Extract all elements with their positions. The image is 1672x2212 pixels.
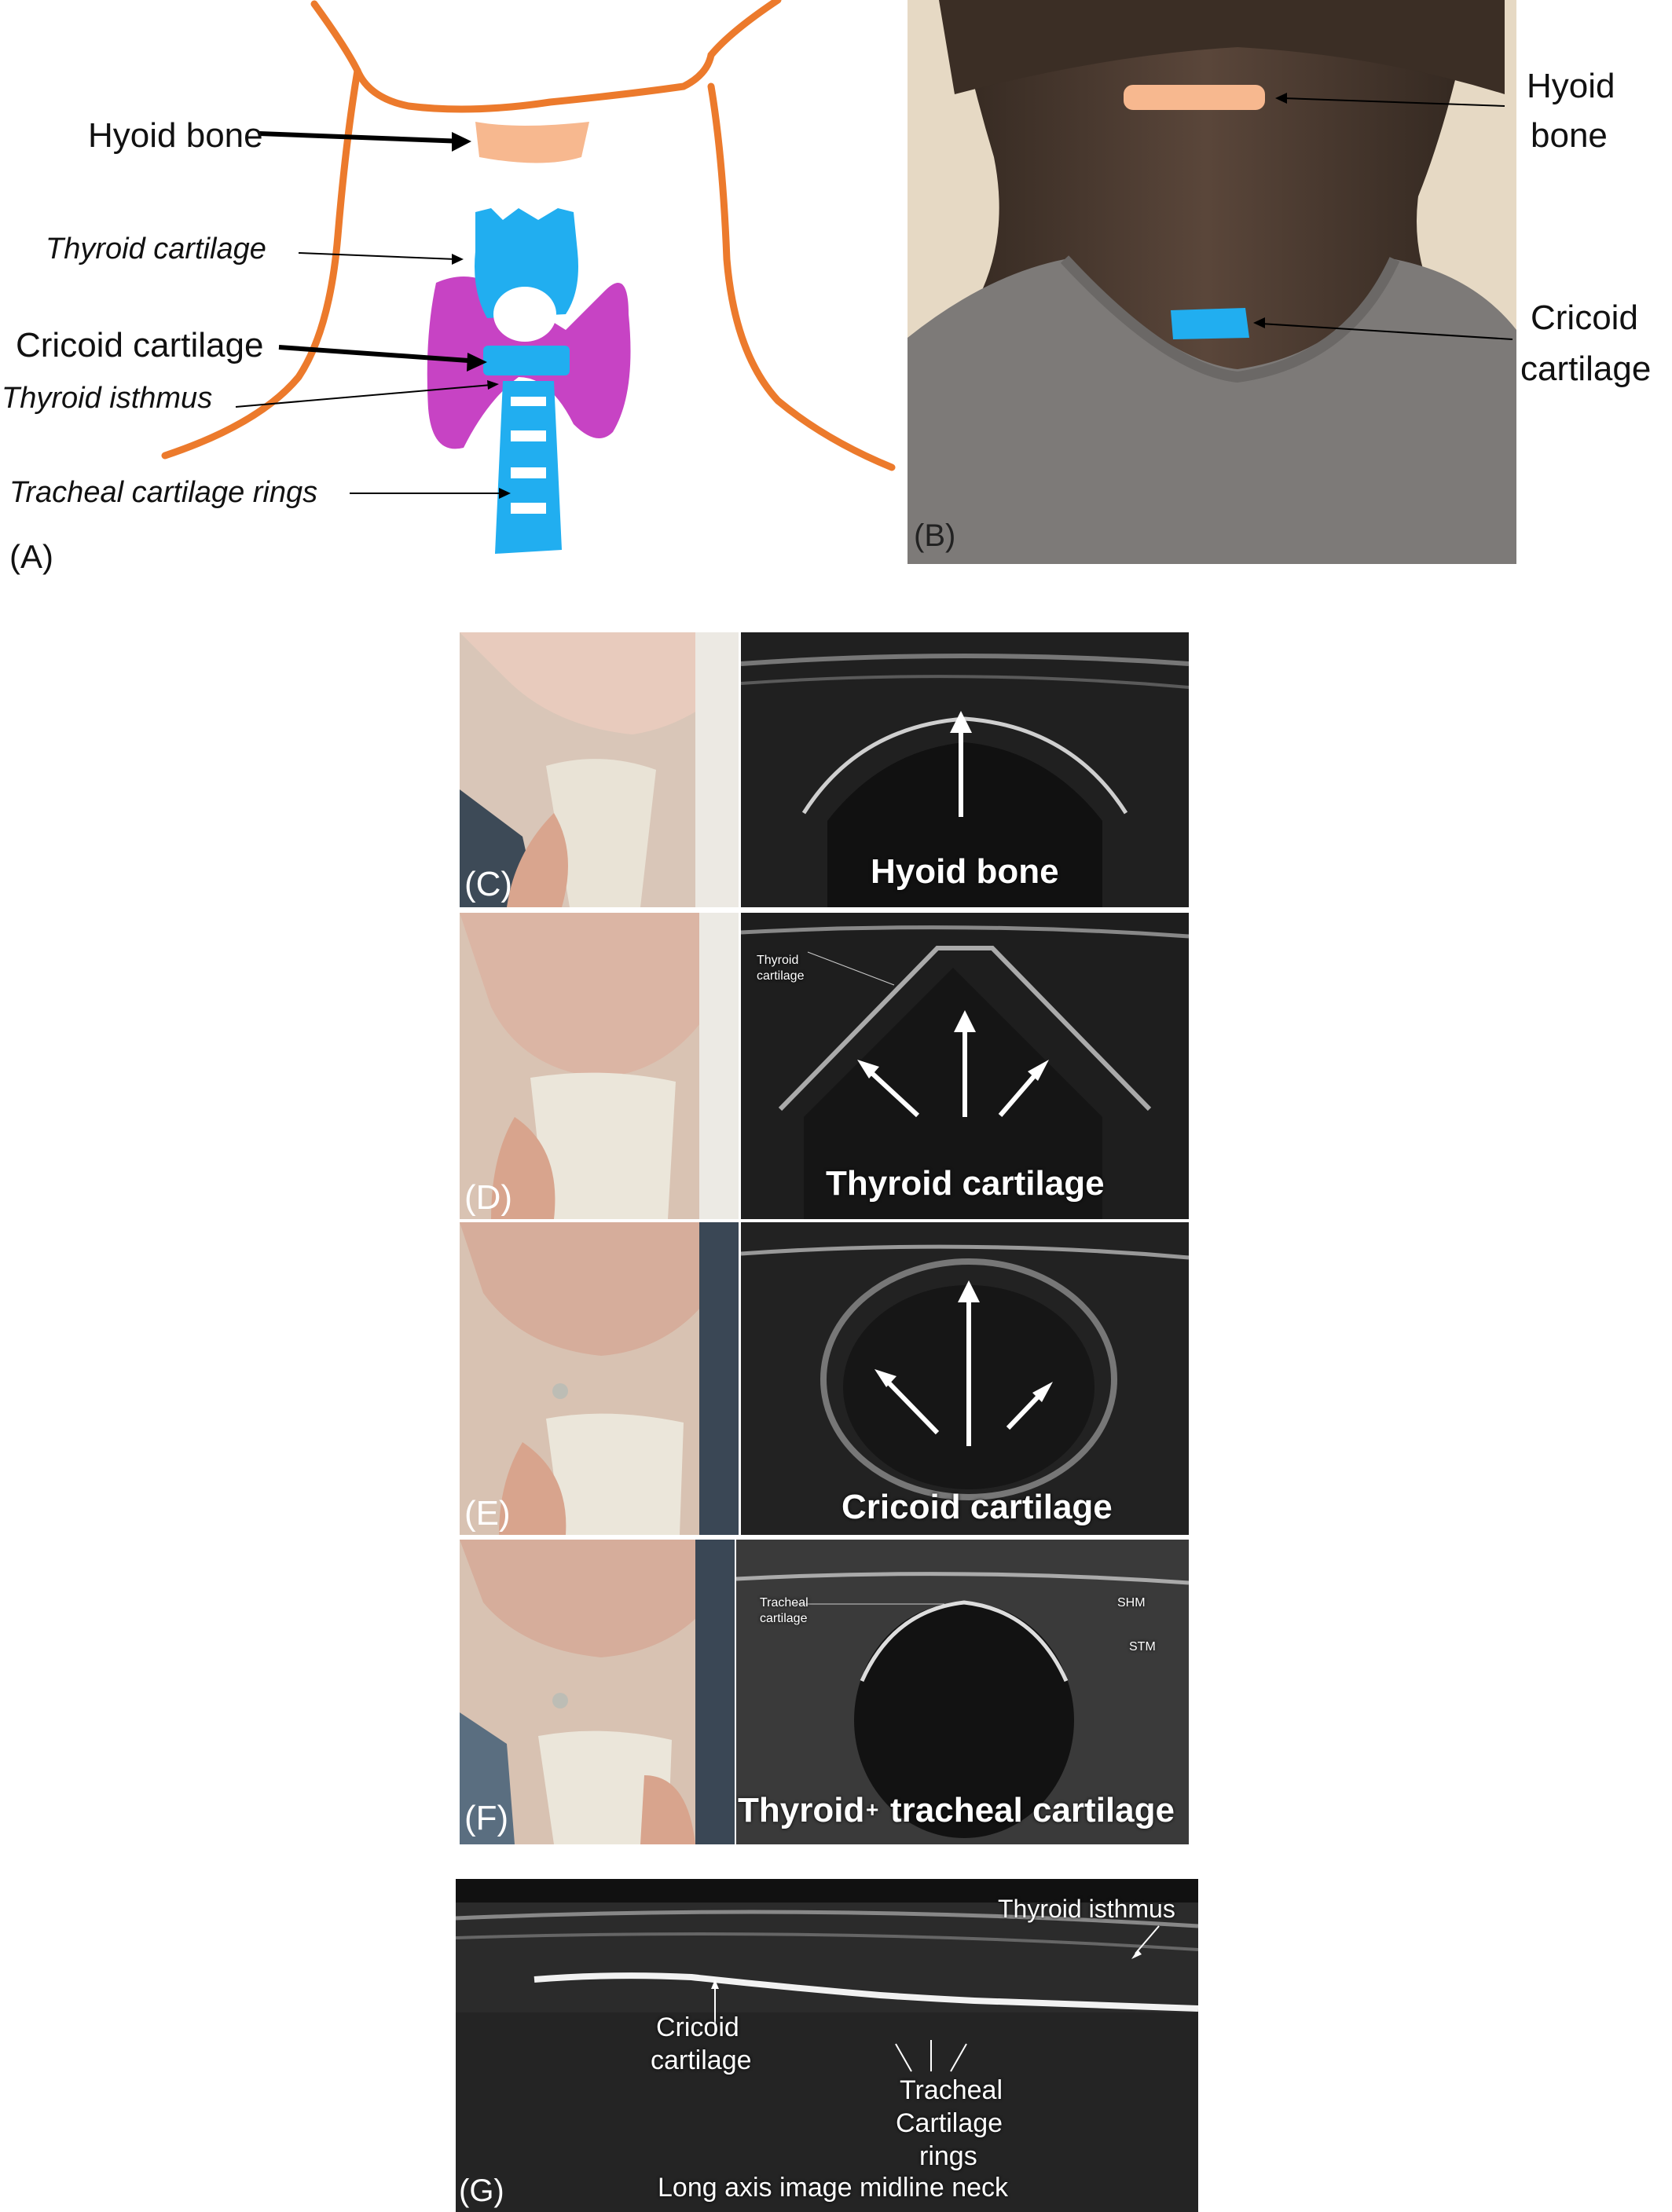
ultrasound-probe bbox=[530, 1072, 676, 1219]
panel-f-ultrasound: Tracheal cartilage SHM STM Thyroid + tra… bbox=[736, 1540, 1189, 1844]
panel-g-caption: Long axis image midline neck bbox=[658, 2173, 1009, 2203]
panel-d-label: Thyroid cartilage bbox=[826, 1164, 1105, 1203]
panel-g-tracheal-2: Cartilage bbox=[896, 2108, 1003, 2138]
panel-e-ultrasound: Cricoid cartilage bbox=[741, 1222, 1189, 1535]
hyoid-bone-shape bbox=[475, 122, 589, 163]
label-b-hyoid-1: Hyoid bbox=[1527, 67, 1615, 105]
ultrasound-probe bbox=[546, 759, 656, 907]
cricoid-cartilage-shape bbox=[483, 346, 570, 375]
neck-right-contour bbox=[707, 82, 896, 471]
ultrasound-probe bbox=[538, 1730, 672, 1844]
panel-d-tag: (D) bbox=[464, 1178, 513, 1217]
panel-g-cricoid-1: Cricoid bbox=[656, 2012, 739, 2042]
panel-f-label-2: tracheal cartilage bbox=[890, 1791, 1175, 1829]
panel-d-photo: (D) bbox=[460, 913, 739, 1219]
panel-f-label-1: Thyroid bbox=[738, 1791, 865, 1829]
label-thyroid-isthmus: Thyroid isthmus bbox=[2, 382, 213, 415]
panel-d-small-label-2: cartilage bbox=[757, 969, 805, 983]
panel-e-photo: (E) bbox=[460, 1222, 739, 1535]
panel-c-label: Hyoid bone bbox=[871, 852, 1059, 891]
label-b-cricoid-2: cartilage bbox=[1520, 350, 1652, 388]
laryngeal-opening bbox=[493, 287, 556, 342]
panel-f-tag: (F) bbox=[464, 1799, 509, 1837]
panel-c-tag: (C) bbox=[464, 865, 513, 903]
cricoid-marker bbox=[1171, 308, 1249, 339]
panel-a-tag: (A) bbox=[9, 538, 53, 575]
panel-g-tracheal-1: Tracheal bbox=[900, 2075, 1003, 2105]
label-tracheal-rings: Tracheal cartilage rings bbox=[9, 476, 318, 509]
panel-d-ultrasound: Thyroid cartilage Thyroid cartilage bbox=[741, 913, 1189, 1219]
hyoid-arrow bbox=[258, 131, 464, 144]
label-cricoid-cartilage: Cricoid cartilage bbox=[16, 326, 264, 364]
panel-e-tag: (E) bbox=[464, 1494, 511, 1533]
panel-g-tracheal-3: rings bbox=[919, 2141, 977, 2171]
panel-f-photo: (F) bbox=[460, 1540, 735, 1844]
neck-photo bbox=[908, 0, 1516, 564]
neck-left-contour bbox=[161, 67, 361, 460]
cricoid-arrow bbox=[278, 345, 480, 364]
panel-g-tag: (G) bbox=[459, 2174, 504, 2208]
ultrasound-probe bbox=[546, 1413, 684, 1535]
neck-outline bbox=[310, 0, 782, 113]
panel-f-shm: SHM bbox=[1117, 1596, 1146, 1610]
panel-f-small-label-1: Tracheal bbox=[760, 1596, 808, 1610]
isthmus-arrow bbox=[235, 384, 492, 408]
panel-g-thyroid-isthmus: Thyroid isthmus bbox=[998, 1895, 1175, 1923]
label-thyroid-cartilage: Thyroid cartilage bbox=[46, 233, 266, 266]
label-hyoid-bone: Hyoid bone bbox=[88, 116, 263, 155]
panel-f-stm: STM bbox=[1129, 1640, 1156, 1654]
thyroid-cartilage-shape bbox=[475, 208, 578, 318]
panel-f-small-label-2: cartilage bbox=[760, 1612, 808, 1625]
thyroid-cartilage-arrow bbox=[298, 252, 456, 260]
neck-schematic bbox=[161, 0, 896, 554]
panel-g-cricoid-2: cartilage bbox=[651, 2045, 752, 2075]
panel-d-small-label-1: Thyroid bbox=[757, 954, 799, 967]
panel-e-label: Cricoid cartilage bbox=[842, 1488, 1113, 1526]
label-b-hyoid-2: bone bbox=[1531, 116, 1608, 155]
panel-b-photo: (B) bbox=[908, 0, 1516, 564]
label-b-cricoid-1: Cricoid bbox=[1531, 298, 1638, 337]
panel-c-photo: (C) bbox=[460, 632, 739, 907]
panel-b-tag: (B) bbox=[914, 518, 956, 553]
panel-c-ultrasound: Hyoid bone bbox=[741, 632, 1189, 907]
hyoid-marker bbox=[1124, 85, 1265, 110]
panel-g-ultrasound: Thyroid isthmus Cricoid cartilage Trache… bbox=[456, 1879, 1198, 2212]
panel-f-label-plus: + bbox=[866, 1797, 879, 1822]
panel-a-diagram: Hyoid bone Thyroid cartilage Cricoid car… bbox=[0, 0, 904, 589]
